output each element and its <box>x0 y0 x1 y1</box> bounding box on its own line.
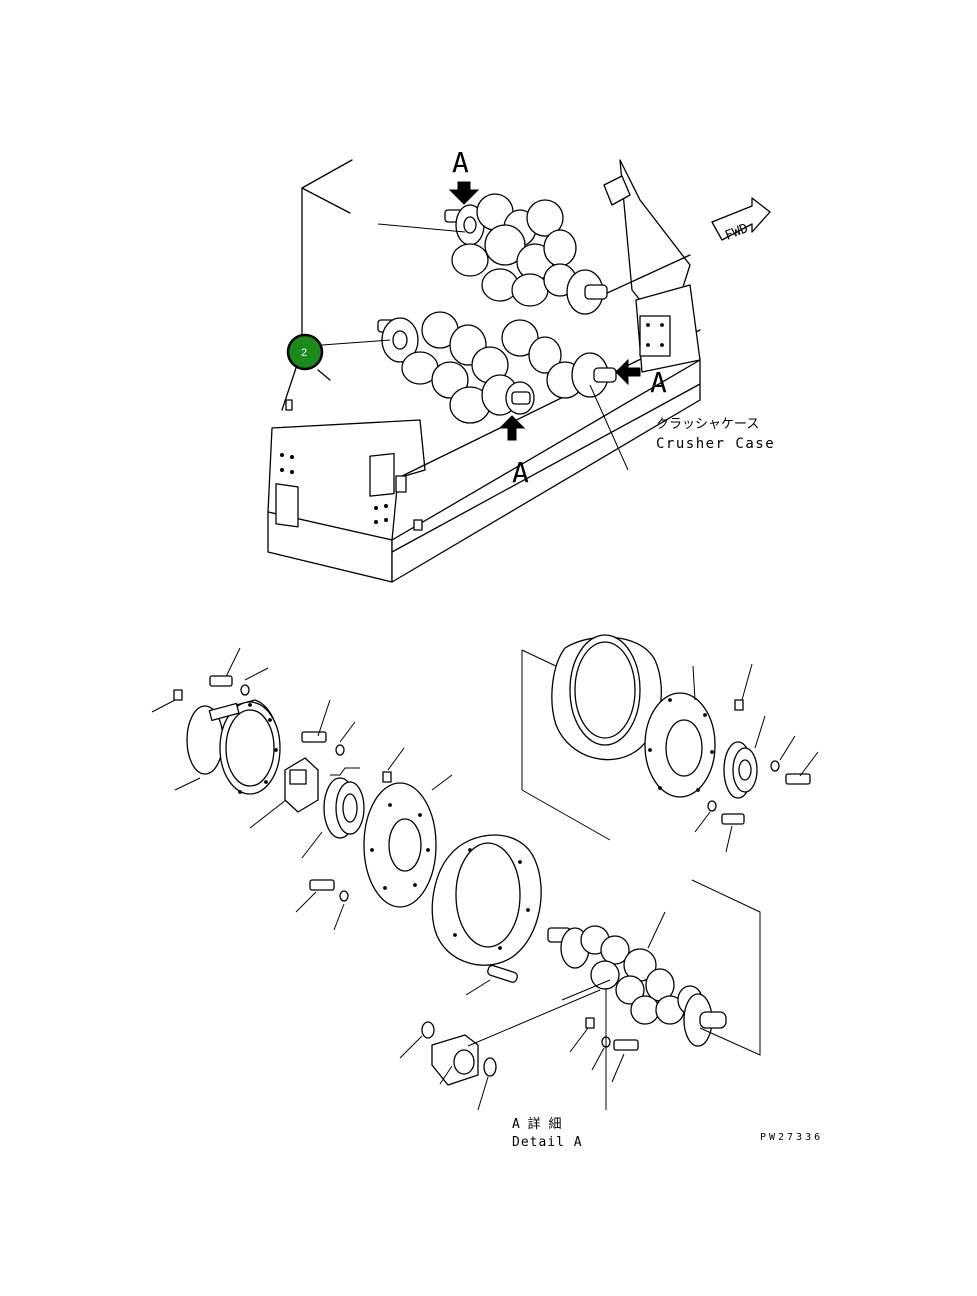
crusher-case-label-jp: クラッシャケース <box>656 417 759 432</box>
disc-plate <box>363 782 437 908</box>
callout-number: 2 <box>301 347 307 359</box>
drawing-number: PW27336 <box>760 1132 823 1143</box>
upper-rotor <box>444 193 608 315</box>
lower-rotor <box>377 311 617 424</box>
end-cover-assembly <box>551 634 811 825</box>
bearing-flange <box>323 777 365 839</box>
detail-a-assembly: A 詳 細 Detail A <box>151 634 819 1150</box>
section-marker-bottom: A <box>512 456 529 489</box>
forward-arrow-icon: FWD <box>711 197 771 244</box>
seal-plate <box>431 834 542 966</box>
detail-label-en: Detail A <box>512 1135 583 1150</box>
crusher-case-label-en: Crusher Case <box>656 436 775 452</box>
coupling <box>284 757 319 813</box>
section-marker-top: A <box>452 146 469 179</box>
callout-2[interactable]: 2 <box>286 333 324 371</box>
bearing-housing <box>186 699 281 795</box>
detail-label-jp: A 詳 細 <box>512 1116 561 1132</box>
section-marker-right: A <box>650 366 667 399</box>
callout-circle <box>286 333 324 371</box>
crusher-case-assembly: A A A クラッシャケース Crusher Case <box>267 146 775 583</box>
detail-rotor <box>547 925 727 1047</box>
